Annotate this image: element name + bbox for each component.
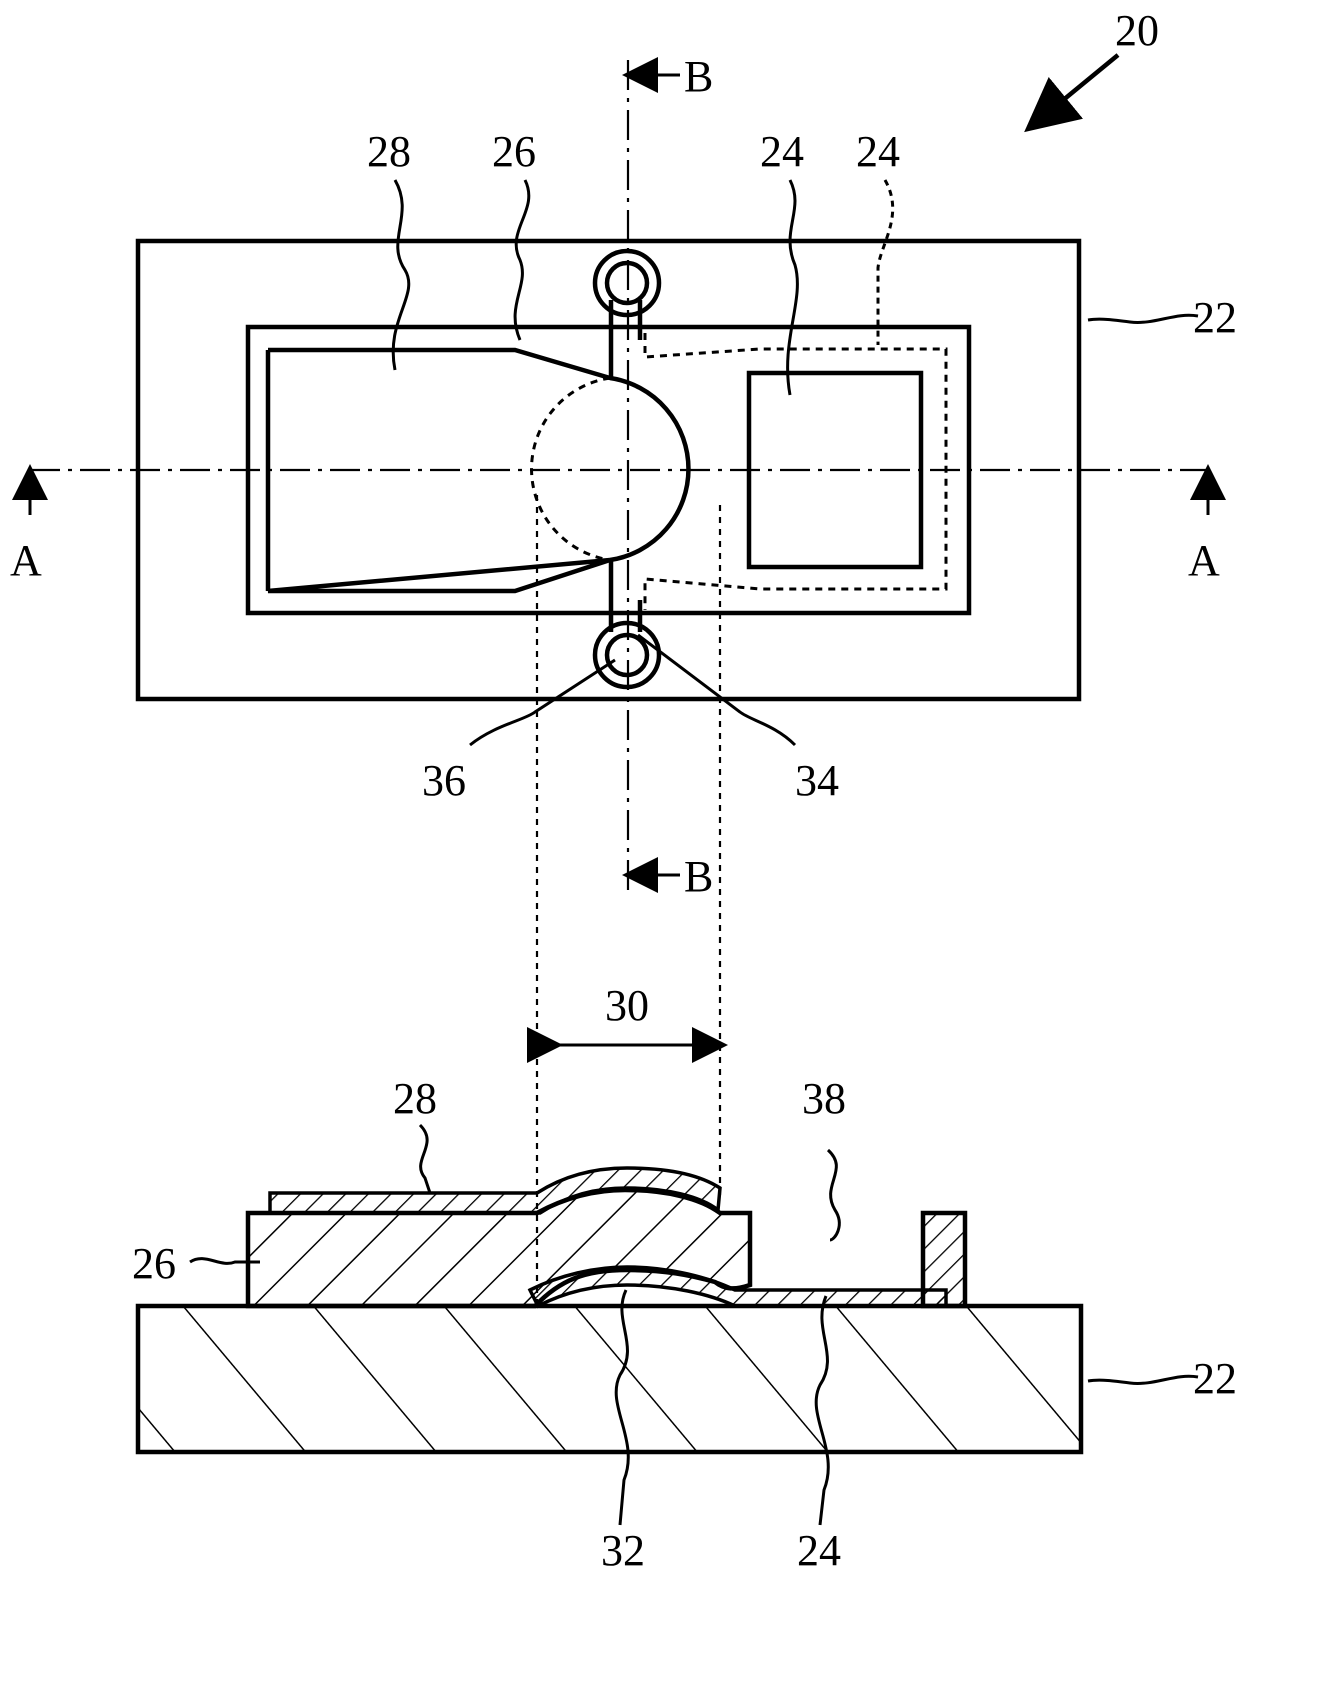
leader-26-top [515,180,529,340]
leader-28-bottom [420,1125,430,1193]
leader-22-bottom [1088,1376,1198,1383]
leader-22-top [1088,315,1198,322]
label-electrode-top: 28 [367,127,411,176]
leader-24-right-dashed [878,180,893,345]
label-conductor-top-right: 24 [856,127,900,176]
label-conductor-top-left: 24 [760,127,804,176]
label-electrode-bottom: 28 [393,1074,437,1123]
label-anchor-left: 36 [422,756,466,805]
leader-28-top [393,180,409,370]
label-gap: 32 [601,1526,645,1575]
label-section-b-top: B [684,52,713,101]
label-overlap-width: 30 [605,981,649,1030]
leader-34 [638,635,795,745]
label-anchor-right: 34 [795,756,839,805]
leader-24-left [788,180,798,395]
label-substrate-top: 22 [1193,293,1237,342]
label-substrate-bottom: 22 [1193,1354,1237,1403]
label-section-b-bottom: B [684,852,713,901]
label-conductor-bottom: 24 [797,1526,841,1575]
leader-38 [828,1150,839,1240]
assembly-arrow [1045,55,1118,115]
substrate-section [138,1306,1081,1452]
label-cavity: 38 [802,1074,846,1123]
leader-36 [470,660,615,745]
label-dielectric-bottom: 26 [132,1239,176,1288]
section-view [138,1125,1198,1525]
label-section-a-right: A [1188,536,1220,585]
label-assembly: 20 [1115,6,1159,55]
right-post-section [923,1213,965,1306]
label-dielectric-top: 26 [492,127,536,176]
plan-view [30,55,1210,890]
label-section-a-left: A [10,536,42,585]
